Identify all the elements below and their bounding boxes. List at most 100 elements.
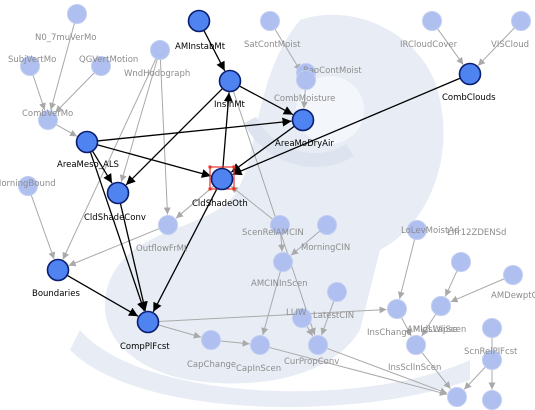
node-MvmtFeatures[interactable] (482, 350, 502, 370)
node-LLIW[interactable]: LLIW (286, 308, 312, 328)
node-CombMoisture[interactable]: CombMoisture (274, 70, 335, 105)
node-label: InsInMt (214, 100, 246, 110)
node-SubjVertMo[interactable]: SubjVertMo (8, 55, 56, 76)
node-LatestCIN[interactable]: LatestCIN (313, 282, 354, 322)
node-CapChange[interactable]: CapChange (187, 330, 236, 371)
node-circle[interactable] (250, 335, 270, 355)
node-circle[interactable] (482, 318, 502, 338)
node-label: CurPropConv (284, 357, 339, 367)
node-CompPlFcst[interactable]: CompPlFcst (120, 310, 170, 353)
node-circle[interactable] (291, 108, 315, 132)
edge-InsInMt-to-CldShadeConv (125, 87, 224, 186)
node-AreaMoDryAir[interactable]: AreaMoDryAir (275, 108, 334, 150)
node-circle[interactable] (38, 110, 58, 130)
node-CldShadeConv[interactable]: CldShadeConv (84, 181, 146, 224)
node-AMDewptCalPl[interactable]: AMDewptC (491, 265, 535, 302)
node-circle[interactable] (503, 265, 523, 285)
node-QGVertMotion[interactable]: QGVertMotion (79, 55, 138, 76)
node-LoLevMoistAd[interactable]: LoLevMoistAd (401, 220, 459, 240)
selection-handle[interactable] (232, 165, 236, 169)
node-AMCINInScen[interactable]: AMCINInScen (251, 252, 308, 290)
node-OutflowFrMt[interactable]: OutflowFrMt (136, 215, 188, 255)
edge-InsInMt-to-CurPropConv (232, 90, 316, 336)
node-PlainsFcst[interactable] (447, 387, 467, 407)
selection-handle[interactable] (208, 187, 212, 191)
node-ScenRelAMCIN[interactable]: ScenRelAMCIN (242, 215, 304, 239)
node-circle[interactable] (75, 130, 99, 154)
node-circle[interactable] (273, 252, 293, 272)
node-CldShadeOth[interactable]: CldShadeOth (192, 165, 248, 210)
node-circle[interactable] (511, 11, 531, 31)
node-circle[interactable] (18, 176, 38, 196)
node-InsChange[interactable]: InsChange (367, 299, 412, 339)
node-MorningBound[interactable]: MorningBound (0, 176, 56, 196)
node-LIfr12ZDENSd[interactable]: LIfr12ZDENSd (447, 228, 506, 272)
node-circle[interactable] (296, 70, 316, 90)
node-circle[interactable] (20, 56, 40, 76)
node-circle[interactable] (406, 335, 426, 355)
node-circle[interactable] (67, 4, 87, 24)
node-circle[interactable] (260, 11, 280, 31)
node-CombVerMo[interactable]: CombVerMo (22, 109, 73, 130)
background-watermark (70, 14, 470, 408)
node-label: VISCloud (491, 40, 529, 50)
node-WndHodograph[interactable]: WndHodograph (124, 40, 190, 80)
node-circle[interactable] (327, 282, 347, 302)
node-Scenario[interactable] (482, 390, 502, 410)
node-circle[interactable] (210, 167, 234, 191)
edge-CldShadeOth-to-InsInMt (222, 92, 233, 169)
node-circle[interactable] (106, 181, 130, 205)
node-circle[interactable] (407, 220, 427, 240)
node-circle[interactable] (292, 308, 312, 328)
node-InsSclInScen[interactable]: InsSclInScen (388, 335, 441, 374)
node-AMInsWliScen[interactable]: AMInsWliScen (407, 296, 466, 336)
node-SatContMoist[interactable]: SatContMoist (244, 11, 301, 51)
node-circle[interactable] (308, 335, 328, 355)
node-circle[interactable] (150, 40, 170, 60)
node-circle[interactable] (482, 390, 502, 410)
watermark-shape (296, 76, 364, 144)
node-circle[interactable] (422, 11, 442, 31)
edge-CapChange-to-CapInScen (220, 339, 250, 347)
node-circle[interactable] (458, 62, 482, 86)
node-label: CombClouds (442, 93, 496, 103)
node-circle[interactable] (158, 215, 178, 235)
node-circle[interactable] (201, 330, 221, 350)
node-circle[interactable] (447, 387, 467, 407)
edge-AMDewptCalPl-to-MidLLapse (450, 278, 505, 303)
node-circle[interactable] (451, 252, 471, 272)
node-circle[interactable] (387, 299, 407, 319)
node-circle[interactable] (431, 296, 451, 316)
node-label: AreaMoDryAir (275, 139, 334, 149)
node-circle[interactable] (482, 350, 502, 370)
node-InsInMt[interactable]: InsInMt (214, 69, 246, 111)
node-circle[interactable] (218, 69, 242, 93)
node-VISCloudCov[interactable]: VISCloud (491, 11, 531, 51)
node-label: CldShadeOth (192, 199, 248, 209)
edge-AMCINInScen-to-CapInScen (261, 271, 281, 336)
watermark-shape (70, 330, 470, 408)
node-AreaMeso_ALS[interactable]: AreaMeso_ALS (57, 130, 119, 171)
node-label: MorningBound (0, 179, 56, 189)
node-circle[interactable] (317, 215, 337, 235)
node-CapInScen[interactable]: CapInScen (236, 335, 281, 375)
node-MorningCIN[interactable]: MorningCIN (301, 215, 350, 254)
node-ScnRelPlFcst[interactable]: ScnRelPlFcst (464, 318, 518, 358)
selection-handle[interactable] (232, 187, 236, 191)
node-circle[interactable] (136, 310, 160, 334)
node-CombClouds[interactable]: CombClouds (442, 62, 496, 104)
node-circle[interactable] (91, 56, 111, 76)
node-circle[interactable] (270, 215, 290, 235)
node-CurPropConv[interactable]: CurPropConv (284, 335, 339, 368)
node-IRCloudCover[interactable]: IRCloudCover (400, 11, 458, 51)
edge-CldShadeOth-to-OutflowFrMt (175, 185, 215, 219)
node-AMInstabMt[interactable]: AMInstabMt (175, 9, 226, 53)
edge-AreaMeso_ALS-to-CldShadeConv (91, 150, 113, 184)
selection-handle[interactable] (208, 165, 212, 169)
node-label: LIfr12ZDENSd (447, 228, 506, 238)
node-circle[interactable] (46, 258, 70, 282)
node-N0_7muVerMo[interactable]: N0_7muVerMo (35, 4, 97, 44)
node-Boundaries[interactable]: Boundaries (32, 258, 80, 300)
node-circle[interactable] (187, 9, 211, 33)
